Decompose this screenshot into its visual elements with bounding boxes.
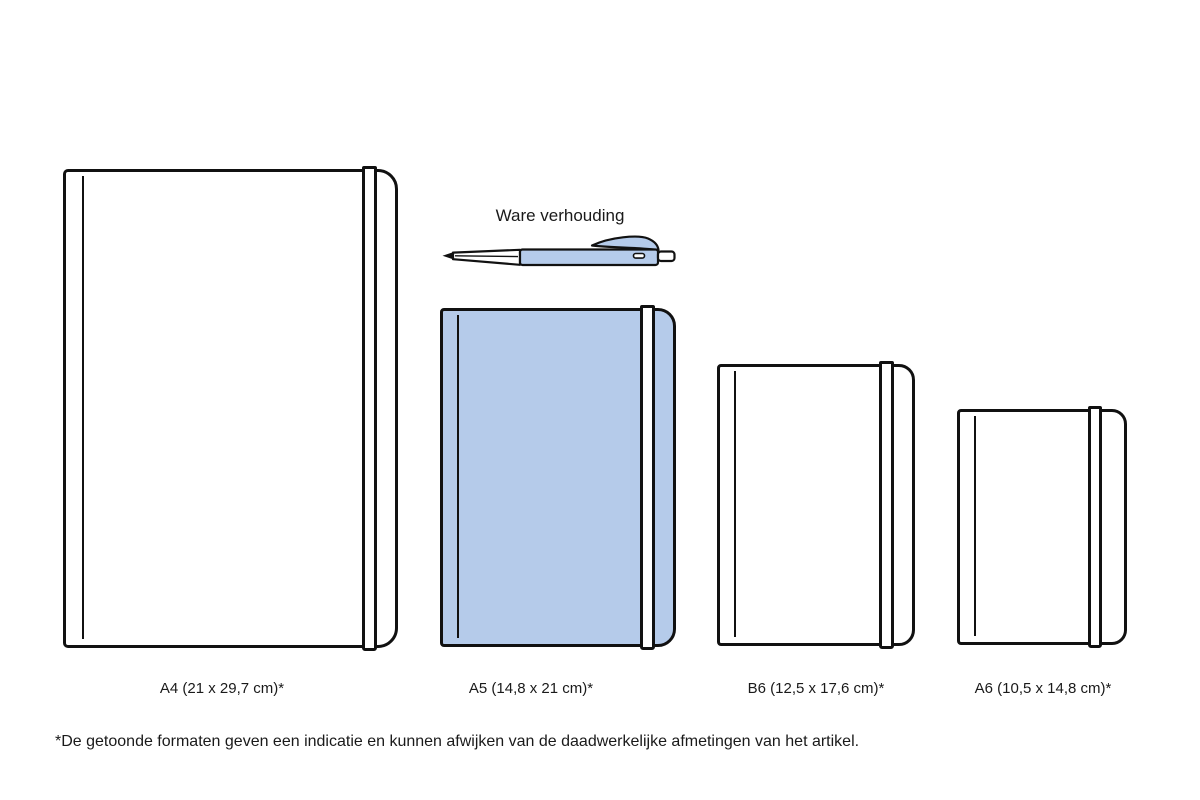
spine-line [974, 416, 976, 636]
notebook-a5 [440, 305, 676, 650]
pen-cone [451, 248, 522, 266]
elastic-band [879, 361, 894, 649]
elastic-band [1088, 406, 1102, 648]
notebook-a4-label: A4 (21 x 29,7 cm)* [159, 680, 285, 697]
notebook-b6-label: B6 (12,5 x 17,6 cm)* [747, 680, 885, 697]
pen-cone-seam [454, 255, 519, 258]
notebook-a4 [63, 166, 398, 651]
pen-clip [590, 235, 660, 252]
spine-line [457, 315, 459, 638]
spine-line [734, 371, 736, 637]
pen-clicker-detail [632, 252, 646, 259]
pen-push-button [656, 250, 676, 263]
footnote: *De getoonde formaten geven een indicati… [55, 733, 860, 750]
pen-tip [442, 252, 453, 260]
elastic-band [640, 305, 655, 650]
notebook-a5-label: A5 (14,8 x 21 cm)* [468, 680, 594, 697]
notebook-a6-label: A6 (10,5 x 14,8 cm)* [974, 680, 1112, 697]
pen-illustration [442, 235, 676, 267]
spine-line [82, 176, 84, 639]
notebook-b6 [717, 361, 915, 649]
notebook-a6 [957, 406, 1127, 648]
elastic-band [362, 166, 377, 651]
scale-caption: Ware verhouding [495, 206, 625, 225]
